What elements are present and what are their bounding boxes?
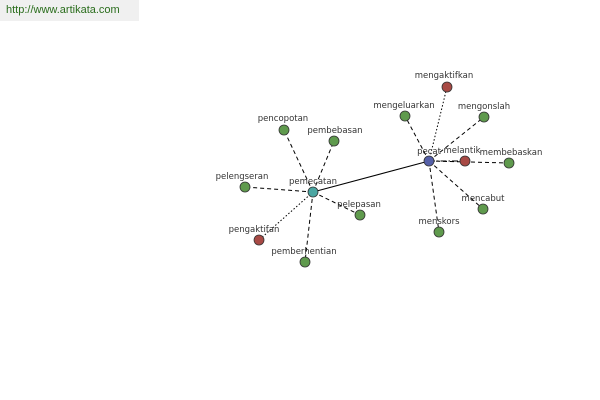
node-pengaktifan[interactable] [253,234,265,246]
label-pelepasan: pelepasan [337,200,381,210]
label-mencabut: mencabut [462,194,506,204]
edge-pemecatan-pemberhentian [304,191,314,263]
edge-pemecatan-pengaktifan [258,191,314,241]
source-url-banner: http://www.artikata.com [0,0,139,21]
node-pelengseran[interactable] [239,181,251,193]
node-melantik[interactable] [459,155,471,167]
edge-pemecatan-pecat [312,160,430,193]
edge-pemecatan-pelengseran [244,186,314,193]
source-url-text: http://www.artikata.com [6,4,120,16]
label-membebaskan: membebaskan [480,148,543,158]
label-pengaktifan: pengaktifan [229,225,280,235]
labels: pencopotan pembebasan pelengseran pemeca… [216,71,543,257]
edge-pecat-mengonslah [428,116,485,162]
node-membebaskan[interactable] [503,157,515,169]
label-pemecatan: pemecatan [289,177,337,187]
node-pecat[interactable] [423,155,435,167]
label-mengaktifkan: mengaktifkan [415,71,473,81]
edge-pecat-menskors [428,160,440,233]
node-pencopotan[interactable] [278,124,290,136]
node-mengaktifkan[interactable] [441,81,453,93]
edges [244,86,510,263]
edge-pecat-membebaskan [428,160,510,164]
label-menskors: menskors [418,217,460,227]
edge-pecat-mengeluarkan [404,115,430,162]
label-melantik: melantik [443,146,480,156]
node-pembebasan[interactable] [328,135,340,147]
label-mengonslah: mengonslah [458,102,510,112]
edge-pecat-mengaktifkan [428,86,448,162]
node-pemecatan[interactable] [307,186,319,198]
label-pemberhentian: pemberhentian [271,247,336,257]
label-pembebasan: pembebasan [307,126,362,136]
node-mengonslah[interactable] [478,111,490,123]
node-pemberhentian[interactable] [299,256,311,268]
nodes [239,81,515,268]
node-menskors[interactable] [433,226,445,238]
node-pelepasan[interactable] [354,209,366,221]
edge-pemecatan-pelepasan [312,191,361,216]
node-mencabut[interactable] [477,203,489,215]
edge-pemecatan-pencopotan [283,129,314,193]
label-pelengseran: pelengseran [216,172,269,182]
label-mengeluarkan: mengeluarkan [373,101,434,111]
edge-pemecatan-pembebasan [312,140,335,193]
label-pecat: pecat [417,147,442,157]
node-mengeluarkan[interactable] [399,110,411,122]
edge-pecat-mencabut [428,160,484,210]
label-pencopotan: pencopotan [258,114,308,124]
